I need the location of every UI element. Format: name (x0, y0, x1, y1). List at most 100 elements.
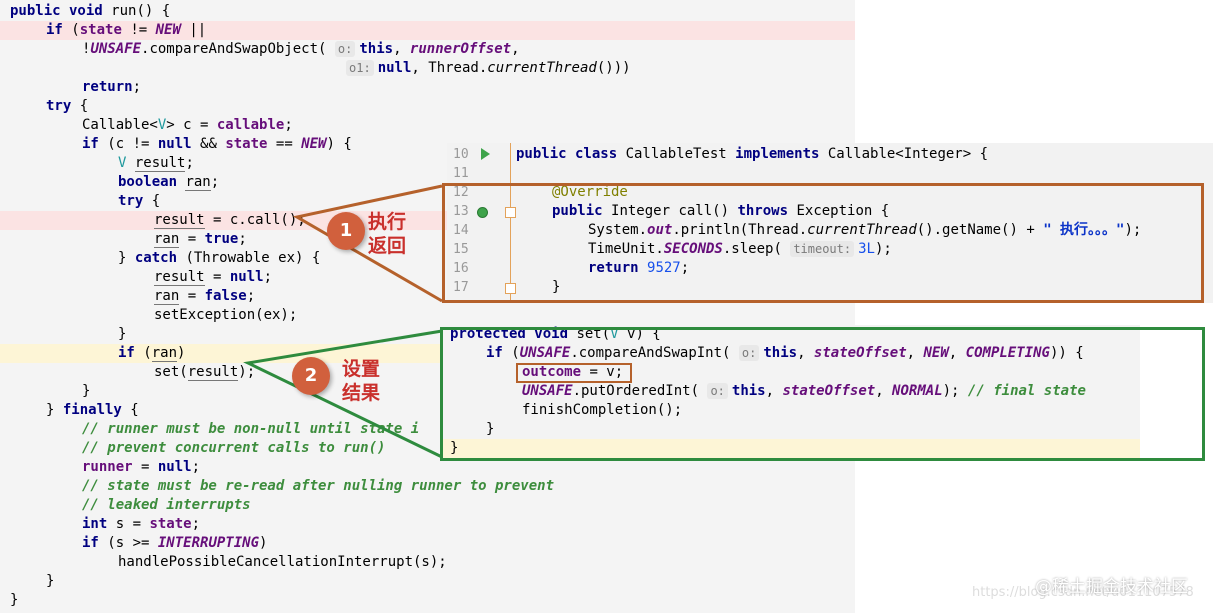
main-code-line: // leaked interrupts (82, 496, 251, 515)
code-token: finally (62, 402, 131, 418)
code-token: ( (143, 345, 152, 361)
step-1-label: 执行 返回 (368, 210, 406, 258)
main-code-line: } (46, 572, 54, 591)
main-code-line: try { (46, 97, 88, 116)
code-token: UNSAFE (519, 345, 571, 361)
code-token: state (149, 516, 192, 532)
code-token: result (187, 364, 239, 381)
override-icon[interactable] (477, 207, 488, 218)
code-token: ran (154, 231, 180, 248)
code-token: ); (238, 364, 256, 380)
code-token: stateOffset (782, 383, 876, 399)
set-method-popup[interactable] (443, 325, 1140, 458)
step-2-label: 设置 结果 (342, 357, 380, 405)
code-token: ( (511, 345, 520, 361)
code-token: true (204, 231, 239, 247)
step-2-label-line2: 结果 (342, 382, 381, 404)
code-token: ) { (326, 136, 352, 152)
popup1-gutter-separator (510, 143, 511, 303)
code-token: ; (263, 269, 273, 285)
code-token: } (46, 573, 55, 589)
code-token: ; (191, 459, 201, 475)
run-icon[interactable] (481, 148, 490, 160)
code-token: Callable<Integer> { (827, 146, 989, 162)
code-token: } (82, 383, 91, 399)
code-token: ; (132, 79, 142, 95)
main-code-editor[interactable] (0, 0, 855, 613)
code-token: ran (151, 345, 178, 362)
code-token: public (552, 203, 612, 219)
code-token: ; (680, 260, 690, 276)
code-token: != (121, 22, 156, 38)
code-token: { (79, 98, 89, 114)
code-token: currentThread (807, 222, 917, 238)
line-number: 13 (453, 204, 469, 219)
main-code-line: if (s >= INTERRUPTING) (82, 534, 267, 553)
popup2-code-line: } (450, 439, 458, 458)
code-token: ); (942, 383, 968, 399)
popup2-code-line: finishCompletion(); (522, 401, 682, 420)
popup1-code-line: return 9527; (588, 259, 689, 278)
code-token: result (154, 212, 205, 229)
code-token: handlePossibleCancellationInterrupt(s); (118, 554, 447, 570)
code-token: && (191, 136, 226, 152)
code-token: if (46, 22, 72, 38)
code-token: ; (284, 117, 293, 133)
code-token: public class (516, 146, 626, 162)
code-token: outcome (522, 364, 582, 380)
line-number: 11 (453, 166, 469, 181)
code-token: // prevent concurrent calls to run() (82, 440, 386, 456)
code-token: false (204, 288, 247, 304)
main-code-line: setException(ex); (154, 306, 297, 325)
main-code-line: try { (118, 192, 160, 211)
code-token: int (82, 516, 116, 532)
code-token: try (46, 98, 80, 114)
popup1-code-line: System.out.println(Thread.currentThread(… (588, 221, 1141, 240)
code-token: Exception { (796, 203, 890, 219)
code-token: , (875, 383, 893, 399)
parameter-hint: o: (334, 41, 356, 57)
code-token: ); (874, 241, 892, 257)
code-token: // final state (967, 383, 1086, 399)
main-code-line: } finally { (46, 401, 139, 420)
popup1-code-line: } (552, 278, 560, 297)
code-token: > c = (166, 117, 217, 133)
main-code-line: boolean ran; (118, 173, 219, 192)
code-token: .println(Thread. (672, 222, 808, 238)
code-token: runner (82, 459, 133, 475)
code-token: result (154, 269, 205, 286)
step-1-label-line1: 执行 (368, 211, 407, 233)
code-token: ; (210, 174, 220, 190)
fold-icon[interactable] (505, 207, 516, 218)
code-token: = v; (581, 364, 624, 380)
main-code-line: Callable<V> c = callable; (82, 116, 293, 135)
code-token: throws (737, 203, 797, 219)
code-token: finishCompletion(); (522, 402, 683, 418)
code-token: INTERRUPTING (157, 535, 260, 551)
line-number: 15 (453, 242, 469, 257)
code-token: = (132, 459, 158, 475)
code-token: ( (71, 22, 80, 38)
main-code-line: } (82, 382, 90, 401)
line-number: 12 (453, 185, 469, 200)
fold-end-icon[interactable] (505, 283, 516, 294)
code-token: } (10, 592, 19, 608)
code-token: try (118, 193, 152, 209)
code-token: ); (1124, 222, 1142, 238)
step-2-label-line1: 设置 (342, 358, 381, 380)
code-token: this (731, 383, 766, 399)
popup2-code-line: } (486, 420, 494, 439)
line-number: 14 (453, 223, 469, 238)
code-token: { (151, 193, 161, 209)
code-token: UNSAFE (90, 41, 142, 57)
code-token: = (179, 231, 205, 247)
main-code-line: ran = true; (154, 230, 247, 249)
code-token: V (118, 155, 135, 171)
code-token: this (359, 41, 394, 57)
callable-test-popup[interactable] (447, 143, 1213, 303)
code-token: , (765, 383, 783, 399)
parameter-hint: o: (738, 345, 760, 361)
pointer-1 (292, 184, 443, 303)
code-token: NEW (155, 22, 181, 38)
code-token: } (486, 421, 495, 437)
